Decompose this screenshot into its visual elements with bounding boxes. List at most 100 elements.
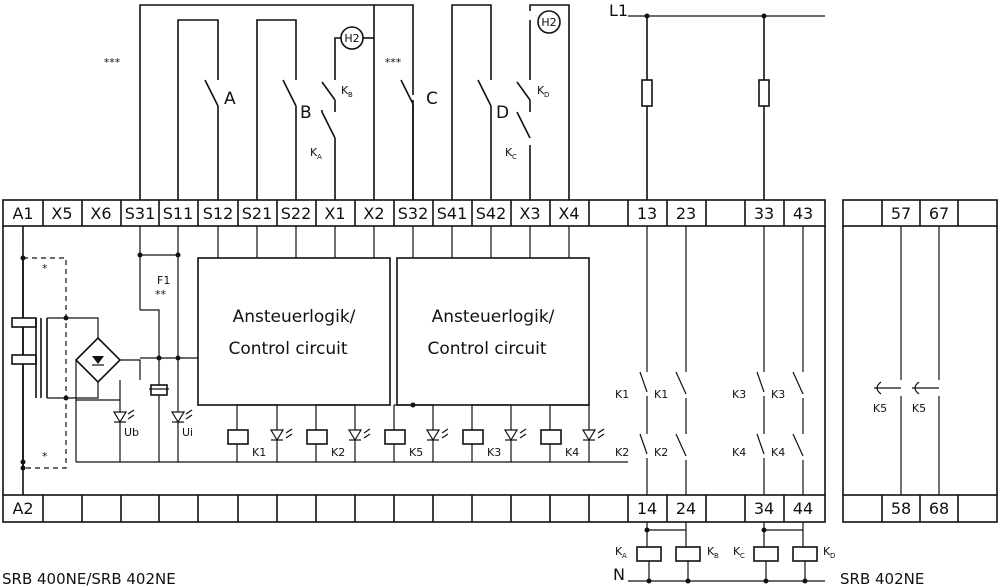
external-contactors: N K A K B K C K D [613, 522, 835, 584]
contact-kb: K [341, 84, 349, 97]
relay-label-k5: K5 [409, 446, 423, 459]
terminal-67: 67 [929, 204, 949, 223]
caption-extension: SRB 402NE [840, 570, 924, 587]
contact-label-k1b: K1 [654, 388, 668, 401]
terminal-34: 34 [754, 499, 774, 518]
control-logic-block-1 [197, 257, 391, 406]
ext-coil-kd-sub: D [830, 552, 835, 560]
terminal-S22: S22 [281, 204, 312, 223]
contact-kc-sub: C [512, 153, 517, 161]
terminal-X6: X6 [90, 204, 111, 223]
ext-coil-kc: K [733, 545, 741, 558]
stars-c: *** [385, 56, 402, 69]
ext-coil-ka-sub: A [622, 552, 627, 560]
contact-label-k5b: K5 [912, 402, 926, 415]
relay-k5: K5 [384, 402, 449, 459]
ext-coil-kb-sub: B [714, 552, 719, 560]
switch-label-B: B [300, 103, 312, 123]
bottom-terminal-strip: A2 14 24 34 44 [2, 494, 826, 523]
terminal-X5: X5 [51, 204, 72, 223]
contact-label-k3b: K3 [771, 388, 785, 401]
led-ui-icon [170, 409, 193, 424]
transformer-icon [11, 258, 48, 468]
extension-module: 57 67 58 68 K5 K5 [842, 199, 998, 523]
terminal-S12: S12 [203, 204, 234, 223]
contact-label-k4a: K4 [732, 446, 746, 459]
logic-block-2-line1: Ansteuerlogik/ [432, 307, 555, 327]
terminal-X4: X4 [558, 204, 579, 223]
terminal-S21: S21 [242, 204, 273, 223]
terminal-58: 58 [891, 499, 911, 518]
star-bottom: * [42, 450, 48, 463]
top-terminal-strip: A1 X5 X6 S31 S11 S12 S21 S22 X1 X2 S32 S… [2, 199, 826, 227]
terminal-68: 68 [929, 499, 949, 518]
ext-coil-kc-sub: C [740, 552, 745, 560]
terminal-A1: A1 [12, 204, 33, 223]
switch-label-D: D [496, 103, 509, 123]
ext-coil-kb: K [707, 545, 715, 558]
internal-circuit: * * Ub F1 ** [11, 226, 804, 495]
caption-main: SRB 400NE/SRB 402NE [2, 570, 176, 587]
logic-block-1-line2: Control circuit [228, 339, 347, 359]
relay-label-k3: K3 [487, 446, 501, 459]
terminal-S11: S11 [163, 204, 194, 223]
contact-kd-sub: D [544, 91, 549, 99]
terminal-S31: S31 [125, 204, 156, 223]
terminal-S42: S42 [476, 204, 507, 223]
terminal-13: 13 [637, 204, 657, 223]
contact-ka-sub: A [317, 153, 322, 161]
terminal-S32: S32 [398, 204, 429, 223]
ext-coil-ka: K [615, 545, 623, 558]
terminal-33: 33 [754, 204, 774, 223]
terminal-14: 14 [637, 499, 657, 518]
contact-label-k3a: K3 [732, 388, 746, 401]
terminal-X3: X3 [519, 204, 540, 223]
led-label-ui: Ui [182, 426, 193, 439]
relay-k2: K2 [306, 404, 371, 459]
contact-kc: K [505, 146, 513, 159]
contact-kd: K [537, 84, 545, 97]
output-contacts: K1 K1 K3 K3 K2 K2 K4 K4 [615, 226, 804, 495]
fuse-f1-stars: ** [155, 288, 167, 301]
control-logic-block-2 [396, 257, 590, 406]
relay-label-k1: K1 [252, 446, 266, 459]
relay-label-k2: K2 [331, 446, 345, 459]
relay-label-k4: K4 [565, 446, 579, 459]
relay-k1: K1 [227, 404, 293, 459]
terminal-X2: X2 [363, 204, 384, 223]
contact-label-k2b: K2 [654, 446, 668, 459]
led-label-ub: Ub [124, 426, 139, 439]
terminal-57: 57 [891, 204, 911, 223]
contact-label-k2a: K2 [615, 446, 629, 459]
switch-label-C: C [426, 89, 438, 109]
logic-block-1-line1: Ansteuerlogik/ [233, 307, 356, 327]
logic-block-2-line2: Control circuit [427, 339, 546, 359]
terminal-44: 44 [793, 499, 813, 518]
relay-k3: K3 [462, 404, 527, 459]
stars-left: *** [104, 56, 121, 69]
lamp-h2-right: H2 [541, 16, 556, 29]
ptc-fuse-icon [149, 384, 169, 396]
terminal-A2: A2 [12, 499, 33, 518]
contact-ka: K [310, 146, 318, 159]
star-top: * [42, 262, 48, 275]
led-ub-icon [112, 409, 135, 424]
fuse-icon [758, 79, 770, 107]
ext-coil-kd: K [823, 545, 831, 558]
relay-k4: K4 [540, 404, 605, 459]
terminal-24: 24 [676, 499, 696, 518]
switch-label-A: A [224, 89, 236, 109]
contact-label-k1a: K1 [615, 388, 629, 401]
terminal-43: 43 [793, 204, 813, 223]
contact-label-k4b: K4 [771, 446, 785, 459]
fuse-icon [641, 79, 653, 107]
supply-n: N [613, 565, 625, 584]
contact-label-k5a: K5 [873, 402, 887, 415]
terminal-23: 23 [676, 204, 696, 223]
fuse-f1-label: F1 [157, 274, 170, 287]
bridge-rectifier-icon [74, 336, 122, 384]
terminal-S41: S41 [437, 204, 468, 223]
contact-kb-sub: B [348, 91, 353, 99]
supply-l1: L1 [609, 1, 628, 20]
